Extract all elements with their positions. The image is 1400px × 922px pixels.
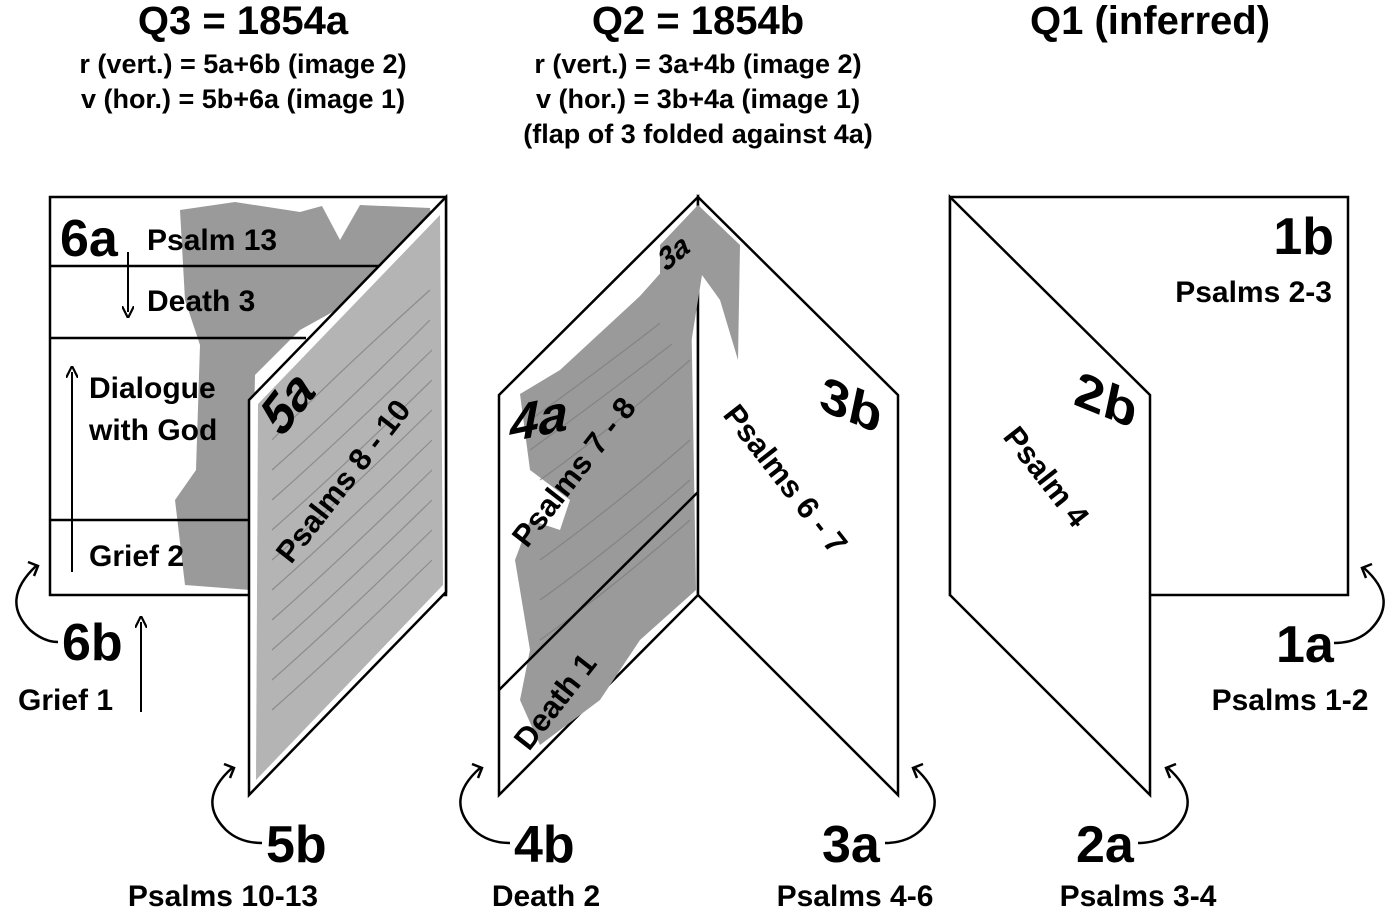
quire-line-q2-flap: (flap of 3 folded against 4a) bbox=[523, 119, 873, 149]
curved-arrow-icon-head bbox=[1360, 562, 1373, 579]
section-death-3: Death 3 bbox=[147, 285, 255, 318]
curved-arrow-icon-head bbox=[1164, 762, 1177, 779]
quire-line-q2-verso: v (hor.) = 3b+4a (image 1) bbox=[536, 84, 860, 114]
page-label-5b: 5b bbox=[266, 816, 327, 874]
caption-4b: Death 2 bbox=[492, 880, 600, 913]
curved-arrow-icon bbox=[459, 767, 511, 845]
caption-3a: Psalms 4-6 bbox=[777, 880, 934, 913]
divider bbox=[498, 491, 699, 691]
page-label-2a: 2a bbox=[1076, 816, 1135, 874]
curved-arrow-icon-head bbox=[471, 762, 484, 779]
caption-1a: Psalms 1-2 bbox=[1212, 684, 1369, 717]
curved-arrow-icon-head bbox=[27, 560, 40, 577]
quire-line-q3-verso: v (hor.) = 5b+6a (image 1) bbox=[81, 84, 405, 114]
page-3b bbox=[696, 194, 900, 799]
page-label-4b: 4b bbox=[514, 816, 575, 874]
page-label-1b: 1b bbox=[1273, 208, 1334, 266]
page-2b bbox=[948, 194, 1152, 799]
section-dialogue: Dialogue bbox=[89, 372, 216, 405]
section-psalm-13: Psalm 13 bbox=[147, 224, 277, 257]
caption-5b: Psalms 10-13 bbox=[128, 880, 318, 913]
page-content-1b: Psalms 2-3 bbox=[1175, 276, 1332, 309]
quire-q2: 4a Psalms 7 - 8 Death 1 3a 3b Psalms 6 -… bbox=[459, 193, 936, 913]
page-label-1a: 1a bbox=[1276, 616, 1335, 674]
header-q3: Q3 = 1854a r (vert.) = 5a+6b (image 2) v… bbox=[79, 0, 406, 114]
caption-6b: Grief 1 bbox=[18, 684, 113, 717]
page-label-4a: 4a bbox=[509, 383, 568, 454]
quire-q1: 1b Psalms 2-3 2b Psalm 4 1a Psalms 1-2 2… bbox=[948, 194, 1385, 913]
curved-arrow-icon bbox=[211, 767, 263, 845]
caption-2a: Psalms 3-4 bbox=[1060, 880, 1217, 913]
curved-arrow-icon-head bbox=[223, 762, 236, 779]
quire-line-q2-recto: r (vert.) = 3a+4b (image 2) bbox=[534, 49, 861, 79]
quire-title-q1: Q1 (inferred) bbox=[1030, 0, 1270, 43]
fragment-4a bbox=[515, 240, 696, 745]
curved-arrow-icon bbox=[15, 565, 59, 644]
quire-title-q3: Q3 = 1854a bbox=[138, 0, 349, 43]
fragment-5a bbox=[256, 215, 443, 780]
curved-arrow-icon bbox=[1137, 767, 1189, 845]
header-q2: Q2 = 1854b r (vert.) = 3a+4b (image 2) v… bbox=[523, 0, 873, 149]
quire-line-q3-recto: r (vert.) = 5a+6b (image 2) bbox=[79, 49, 406, 79]
curved-arrow-icon bbox=[884, 767, 936, 845]
section-grief-2: Grief 2 bbox=[89, 540, 184, 573]
quire-q3: 6a Psalm 13 Death 3 Dialogue with God Gr… bbox=[15, 193, 448, 913]
page-label-6b: 6b bbox=[62, 614, 123, 672]
header-q1: Q1 (inferred) bbox=[1030, 0, 1270, 43]
flap-3a bbox=[660, 205, 740, 360]
page-label-3a: 3a bbox=[822, 816, 881, 874]
curved-arrow-icon-head bbox=[911, 762, 924, 779]
quire-title-q2: Q2 = 1854b bbox=[592, 0, 804, 43]
fragment-6a bbox=[175, 202, 436, 590]
page-label-6a: 6a bbox=[60, 210, 119, 268]
section-with-god: with God bbox=[88, 414, 217, 447]
curved-arrow-icon bbox=[1333, 567, 1385, 645]
